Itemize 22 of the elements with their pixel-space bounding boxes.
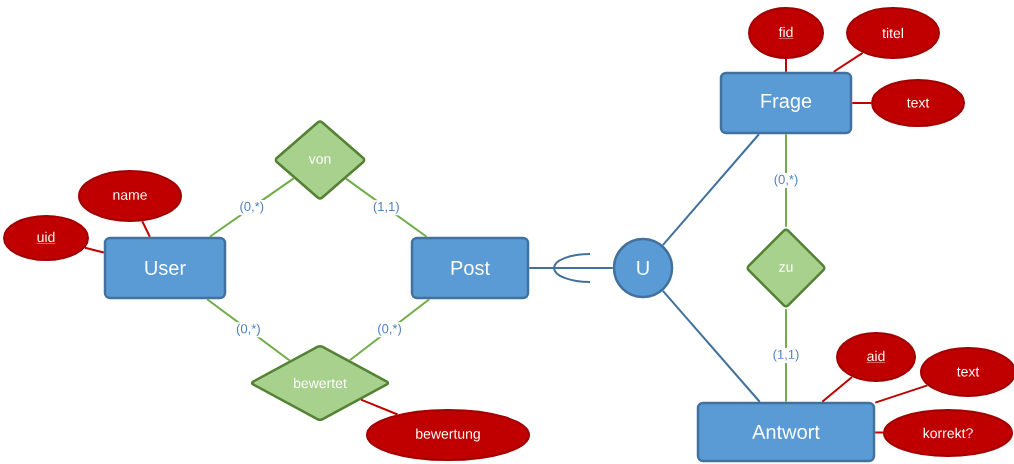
cardinality-label: (1,1) xyxy=(371,200,402,216)
connector-line xyxy=(832,51,864,73)
connector-line xyxy=(528,267,614,269)
entity-box: Antwort xyxy=(696,401,876,463)
connector-line xyxy=(141,220,151,238)
cardinality-label: (0,*) xyxy=(375,322,404,338)
cardinality-label: (1,1) xyxy=(771,347,801,364)
cardinality-label: (0,*) xyxy=(772,172,800,189)
connector-line xyxy=(360,398,399,416)
connector-line xyxy=(874,431,884,434)
entity-box: User xyxy=(103,236,227,300)
cardinality-label: (0,*) xyxy=(234,322,263,338)
connector-line xyxy=(851,102,872,104)
connector-line xyxy=(785,58,787,73)
connector-line xyxy=(874,384,929,404)
connector-line xyxy=(83,246,105,254)
connector-line xyxy=(821,376,853,403)
entity-box: Frage xyxy=(719,71,853,135)
connector-line xyxy=(661,133,760,247)
entity-box: Post xyxy=(410,236,530,300)
connector-line xyxy=(661,289,761,403)
cardinality-label: (0,*) xyxy=(238,200,266,216)
